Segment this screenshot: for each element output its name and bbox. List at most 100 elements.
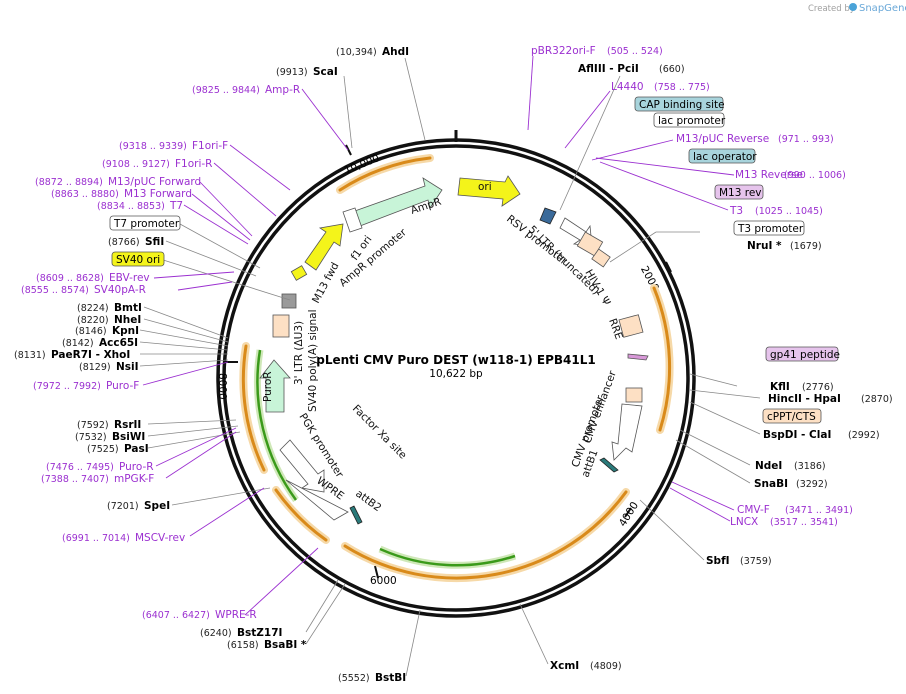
site-name: AflIII - PciI	[578, 63, 639, 75]
primer-name: Puro-R	[119, 461, 154, 473]
svg-text:M13 rev: M13 rev	[719, 187, 762, 199]
label-ampr-promoter: AmpR promoter	[337, 226, 409, 289]
site-pos: (8129)	[79, 362, 111, 373]
site-pos: (1679)	[790, 241, 822, 252]
backbone-inner	[222, 144, 690, 612]
primer-name: pBR322ori-F	[531, 45, 596, 57]
primer-pos: (990 .. 1006)	[784, 170, 846, 181]
site-name: PasI	[124, 443, 149, 455]
site-name: Acc65I	[99, 337, 138, 349]
site-pos: (7525)	[87, 444, 119, 455]
site-name: XcmI	[550, 660, 579, 672]
primer-pos: (971 .. 993)	[778, 134, 834, 145]
svg-text:lac promoter: lac promoter	[658, 115, 726, 127]
plasmid-size: 10,622 bp	[429, 368, 483, 380]
orange-arcs	[239, 154, 674, 583]
primer-lines	[142, 55, 735, 616]
site-name: HincII - HpaI	[768, 393, 841, 405]
primer-name: M13/pUC Forward	[108, 176, 201, 188]
site-name: NheI	[114, 314, 141, 326]
primer-pos: (6991 .. 7014)	[62, 533, 130, 544]
primer-pos: (7388 .. 7407)	[41, 474, 109, 485]
site-pos: (5552)	[338, 673, 370, 684]
primer-pos: (3471 .. 3491)	[785, 505, 853, 516]
site-pos: (2992)	[848, 430, 880, 441]
snapgene-brand: SnapGene	[859, 3, 906, 14]
site-pos: (8131)	[14, 350, 46, 361]
site-name: KpnI	[112, 325, 139, 337]
site-pos: (6158)	[227, 640, 259, 651]
restriction-sites: (10,394) AhdI (9913) ScaI AflIII - PciI …	[14, 46, 893, 684]
site-pos: (2870)	[861, 394, 893, 405]
site-name: SpeI	[144, 500, 170, 512]
svg-text:CAP binding site: CAP binding site	[639, 99, 725, 111]
site-pos: (10,394)	[336, 47, 377, 58]
primer-pos: (8834 .. 8853)	[97, 201, 165, 212]
primer-pos: (8555 .. 8574)	[21, 285, 89, 296]
site-pos: (3759)	[740, 556, 772, 567]
site-name: PaeR7I - XhoI	[51, 349, 130, 361]
site-pos: (3292)	[796, 479, 828, 490]
primer-pos: (7972 .. 7992)	[33, 381, 101, 392]
box-t7-promoter: T7 promoter	[109, 215, 181, 231]
primer-pos: (1025 .. 1045)	[755, 206, 823, 217]
cppt-box	[625, 387, 643, 403]
hiv-psi-box	[591, 248, 611, 268]
site-name: ScaI	[313, 66, 338, 78]
primer-pos: (9825 .. 9844)	[192, 85, 260, 96]
site-name: BspDI - ClaI	[763, 429, 831, 441]
primer-pos: (505 .. 524)	[607, 46, 663, 57]
three-ltr-box	[272, 314, 290, 338]
gp41-shape	[627, 353, 649, 361]
primer-pos: (9318 .. 9339)	[119, 141, 187, 152]
label-factor-xa: Factor Xa site	[350, 403, 409, 462]
site-name: BstBI	[375, 672, 406, 684]
primer-name: Amp-R	[265, 84, 300, 96]
svg-text:cPPT/CTS: cPPT/CTS	[767, 411, 816, 423]
sv40-ori-box	[281, 293, 297, 309]
primer-name: SV40pA-R	[94, 284, 146, 296]
cmv-arrow	[611, 403, 643, 461]
box-sv40-ori: SV40 ori	[111, 251, 165, 267]
primer-pos: (8863 .. 8880)	[51, 189, 119, 200]
site-name: NruI *	[747, 240, 782, 252]
site-name: BsaBI *	[264, 639, 307, 651]
primer-name: M13 Forward	[124, 188, 192, 200]
svg-text:lac operator: lac operator	[693, 151, 757, 163]
box-lac-promoter: lac promoter	[653, 112, 726, 128]
site-name: NdeI	[755, 460, 782, 472]
box-gp41-peptide: gp41 peptide	[765, 346, 840, 362]
feature-shapes	[259, 175, 649, 525]
primer-name: MSCV-rev	[135, 532, 185, 544]
site-name: BsiWI	[112, 431, 145, 443]
label-ori: ori	[478, 181, 492, 193]
primer-pos: (8872 .. 8894)	[35, 177, 103, 188]
label-puror: PuroR	[262, 371, 274, 402]
label-attb2: attB2	[353, 488, 383, 514]
primer-name: EBV-rev	[109, 272, 150, 284]
label-sv40-polya: SV40 poly(A) signal	[307, 309, 319, 412]
site-pos: (8220)	[77, 315, 109, 326]
green-arcs	[253, 349, 517, 569]
wpre-shape	[285, 479, 349, 521]
tick-8000: 8000	[216, 373, 228, 400]
tick-6000: 6000	[370, 575, 397, 587]
svg-text:T3 promoter: T3 promoter	[737, 223, 804, 235]
primer-name: LNCX	[730, 516, 758, 528]
site-name: SbfI	[706, 555, 730, 567]
site-pos: (2776)	[802, 382, 834, 393]
plasmid-name: pLenti CMV Puro DEST (w118-1) EPB41L1	[316, 353, 595, 367]
primer-name: L4440	[611, 81, 644, 93]
ampr-promoter-arrow	[342, 207, 363, 233]
primers: pBR322ori-F (505 .. 524) L4440 (758 .. 7…	[21, 45, 853, 621]
primer-pos: (758 .. 775)	[654, 82, 710, 93]
attb2-shape	[349, 505, 363, 525]
site-name: NsiI	[116, 361, 139, 373]
site-pos: (8142)	[62, 338, 94, 349]
site-name: SfiI	[145, 236, 164, 248]
primer-name: T7	[169, 200, 183, 212]
site-pos: (8146)	[75, 326, 107, 337]
box-cap-binding-site: CAP binding site	[634, 96, 725, 112]
label-3ltr: 3' LTR (ΔU3)	[293, 321, 305, 385]
primer-name: WPRE-R	[215, 609, 257, 621]
